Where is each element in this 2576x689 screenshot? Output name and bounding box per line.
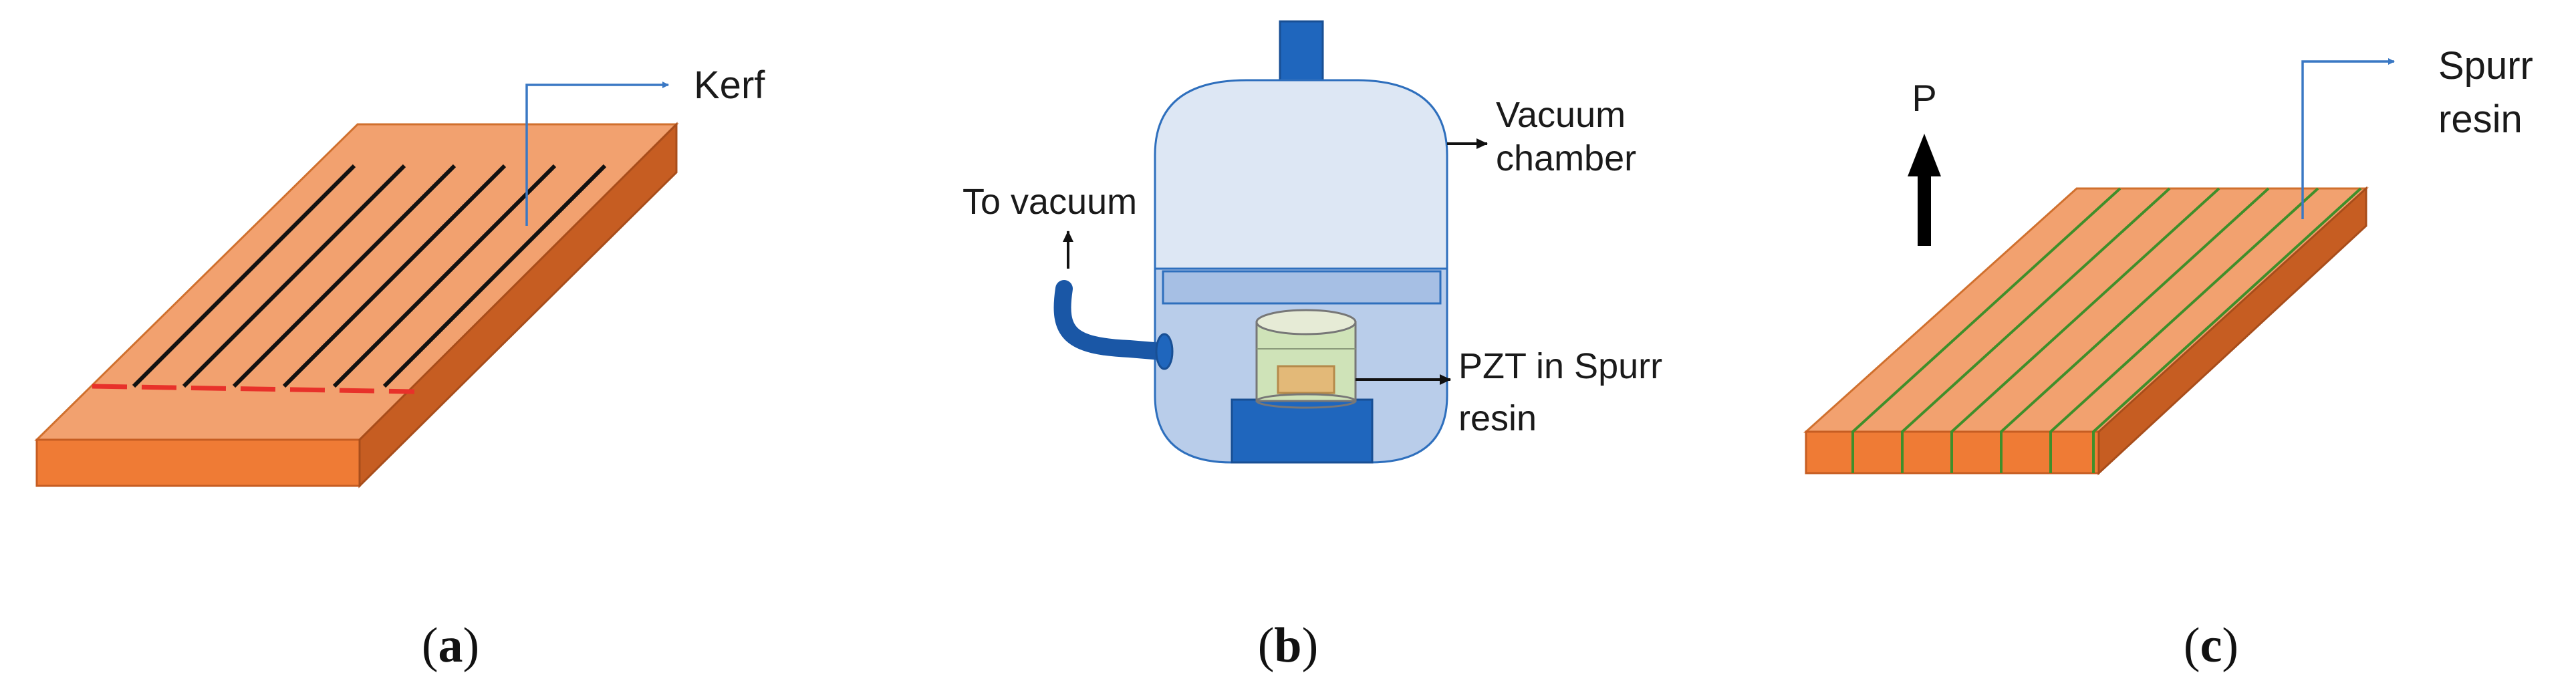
pzt-sample bbox=[1277, 365, 1335, 394]
filled-composite-plate bbox=[1803, 186, 2369, 476]
spurr-resin-label: Spurr resin bbox=[2438, 44, 2544, 141]
cut-start-dashed-line bbox=[92, 384, 415, 394]
kerf-line bbox=[132, 164, 356, 388]
kerf-label: Kerf bbox=[694, 63, 765, 107]
kerf-line bbox=[182, 164, 406, 388]
resin-filled-kerfs bbox=[1851, 187, 2362, 473]
kerf-line bbox=[382, 164, 607, 388]
panel-c: Spurr resin P (c) bbox=[1803, 44, 2544, 673]
cup-rim bbox=[1255, 309, 1357, 335]
resin-line bbox=[1901, 187, 2171, 473]
panel-b: To vacuum Vacuum chamber PZT in Spurr re… bbox=[962, 20, 1672, 673]
resin-line bbox=[2000, 187, 2270, 473]
kerf-cut-lines bbox=[132, 164, 607, 388]
vacuum-hose bbox=[1053, 280, 1170, 360]
kerf-line bbox=[232, 164, 457, 388]
chamber-lid-band bbox=[1162, 270, 1442, 305]
hose-port bbox=[1155, 333, 1174, 370]
panel-a: Kerf (a) bbox=[34, 63, 765, 673]
kerf-leader-arrow bbox=[525, 82, 669, 226]
caption-c: (c) bbox=[2184, 618, 2238, 673]
caption-a: (a) bbox=[422, 618, 479, 673]
cup-bottom bbox=[1255, 393, 1357, 409]
vacuum-chamber-upper bbox=[1154, 79, 1448, 303]
poling-arrow-shaft bbox=[1918, 175, 1931, 246]
poling-arrow-head bbox=[1908, 134, 1941, 176]
resin-line bbox=[1950, 187, 2220, 473]
composite-side-face bbox=[2097, 186, 2367, 476]
vacuum-chamber-label: Vacuum chamber bbox=[1496, 95, 1636, 178]
resin-cup bbox=[1255, 309, 1357, 409]
chamber-outlet-pipe bbox=[1279, 20, 1324, 82]
spurr-resin-leader-arrow bbox=[2301, 58, 2395, 219]
to-vacuum-label: To vacuum bbox=[962, 182, 1137, 222]
kerf-line bbox=[282, 164, 507, 388]
resin-line bbox=[2049, 187, 2319, 473]
resin-line bbox=[2092, 187, 2362, 473]
resin-line bbox=[1851, 187, 2121, 473]
hotplate-base bbox=[1231, 398, 1374, 464]
plate-side-face bbox=[358, 122, 678, 489]
poling-direction-label: P bbox=[1912, 77, 1936, 119]
pzt-in-spurr-resin-label: PZT in Spurr resin bbox=[1458, 346, 1672, 438]
diced-pzt-plate bbox=[34, 122, 679, 489]
caption-b: (b) bbox=[1258, 618, 1318, 673]
kerf-line bbox=[332, 164, 557, 388]
plate-front-face bbox=[35, 438, 361, 487]
